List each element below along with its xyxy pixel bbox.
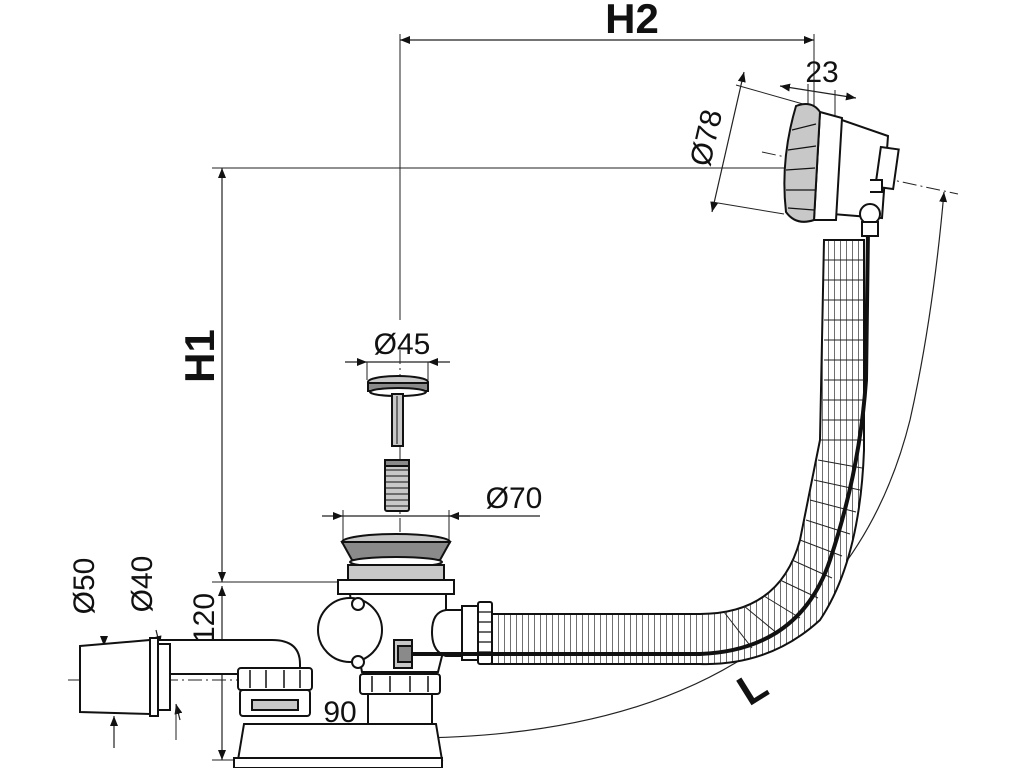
dimension-d70: Ø70 [322, 482, 542, 542]
h2-label: H2 [605, 0, 659, 42]
dimension-23: 23 [779, 56, 857, 118]
dim-23-label: 23 [805, 56, 838, 89]
hose-connector-body [430, 601, 493, 665]
d50-label: Ø50 [68, 558, 101, 615]
cable-end-block [397, 645, 413, 663]
waste-body [317, 593, 447, 695]
operating-cable [400, 229, 870, 656]
h1-label: H1 [176, 329, 223, 383]
overflow-head [783, 103, 900, 237]
l-label: L [729, 661, 776, 714]
d78-label: Ø78 [684, 107, 729, 170]
outlet-elbow [151, 639, 313, 717]
dimension-d45: Ø45 [345, 328, 450, 380]
outlet-spigot [79, 637, 171, 717]
drain-screw-insert [384, 459, 410, 512]
drain-stopper [367, 375, 429, 447]
d70-label: Ø70 [486, 482, 543, 515]
dimension-h2: H2 [399, 0, 815, 320]
d45-label: Ø45 [374, 328, 431, 361]
dimension-120: 120 [188, 586, 240, 761]
d40-label: Ø40 [126, 556, 159, 613]
dimension-d40: Ø40 [126, 556, 183, 740]
dim-120-label: 120 [188, 593, 221, 643]
trap-base [233, 693, 444, 768]
dimension-h1: H1 [176, 167, 790, 583]
dimension-d50: Ø50 [68, 558, 118, 748]
flexible-hose [491, 239, 865, 666]
waste-flange [337, 533, 455, 595]
